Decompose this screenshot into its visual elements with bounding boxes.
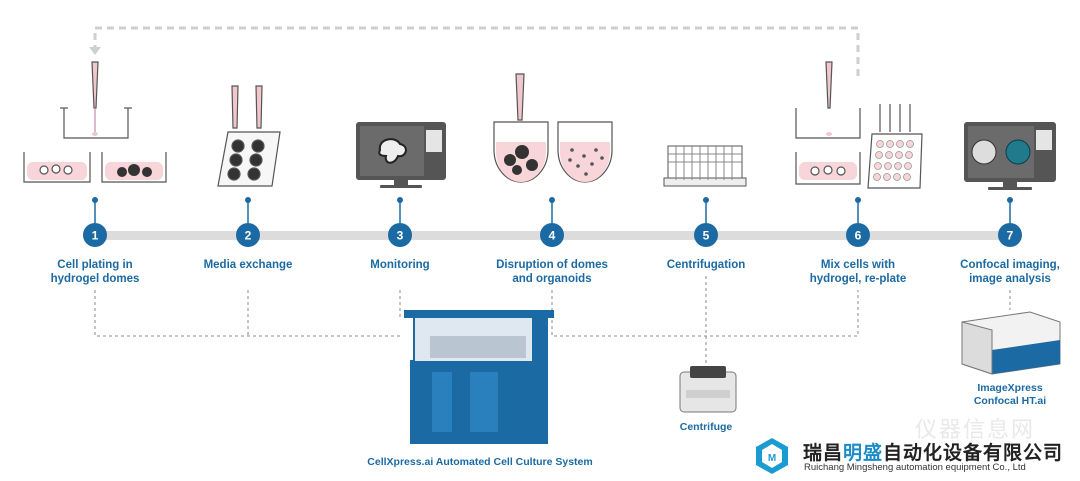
step7-illustration — [964, 122, 1056, 190]
step-label-2: Media exchange — [203, 259, 293, 271]
step-number-3: 3 — [397, 229, 404, 243]
svg-text:M: M — [768, 453, 776, 464]
equipment-connectors — [94, 276, 1011, 368]
step2-illustration — [217, 85, 281, 187]
watermark: 仪器信息网 — [915, 418, 1036, 443]
step-label-1: Cell plating in hydrogel domes — [50, 259, 140, 285]
step-marker-3: 3 — [388, 197, 412, 247]
company-name-cn: 瑞昌明盛自动化设备有限公司 — [803, 442, 1064, 464]
step6-illustration — [795, 61, 923, 189]
company-name-en: Ruichang Mingsheng automation equipment … — [804, 462, 1026, 473]
step-number-4: 4 — [549, 229, 556, 243]
company-logo-icon: M — [756, 438, 788, 474]
step-marker-7: 7 — [998, 197, 1022, 247]
step5-illustration — [663, 145, 747, 187]
centrifuge-instrument — [679, 366, 737, 413]
step-number-5: 5 — [703, 229, 710, 243]
step-label-3: Monitoring — [370, 259, 430, 271]
step-marker-5: 5 — [694, 197, 718, 247]
step-number-6: 6 — [855, 229, 862, 243]
step-label-5: Centrifugation — [666, 259, 746, 271]
step-label-4: Disruption of domes and organoids — [496, 259, 608, 285]
feedback-arrowhead — [89, 47, 101, 55]
imagexpress-label: ImageXpress Confocal HT.ai — [973, 382, 1047, 407]
cellxpress-instrument — [404, 310, 554, 444]
step-number-2: 2 — [245, 229, 252, 243]
step-number-7: 7 — [1007, 229, 1014, 243]
centrifuge-label: Centrifuge — [679, 421, 733, 433]
step-marker-2: 2 — [236, 197, 260, 247]
step1-illustration — [23, 61, 167, 183]
step-number-1: 1 — [92, 229, 99, 243]
step-marker-6: 6 — [846, 197, 870, 247]
cellxpress-label: CellXpress.ai Automated Cell Culture Sys… — [367, 456, 593, 468]
step-marker-1: 1 — [83, 197, 107, 247]
feedback-loop-arrow — [93, 26, 860, 76]
step-marker-4: 4 — [540, 197, 564, 247]
step-label-6: Mix cells with hydrogel, re-plate — [809, 259, 907, 285]
step-markers: 1 2 3 4 5 6 7 — [83, 197, 1022, 247]
step4-illustration — [493, 73, 613, 183]
step-label-7: Confocal imaging, image analysis — [960, 259, 1060, 285]
step3-illustration — [356, 122, 446, 188]
imagexpress-instrument — [961, 311, 1061, 375]
